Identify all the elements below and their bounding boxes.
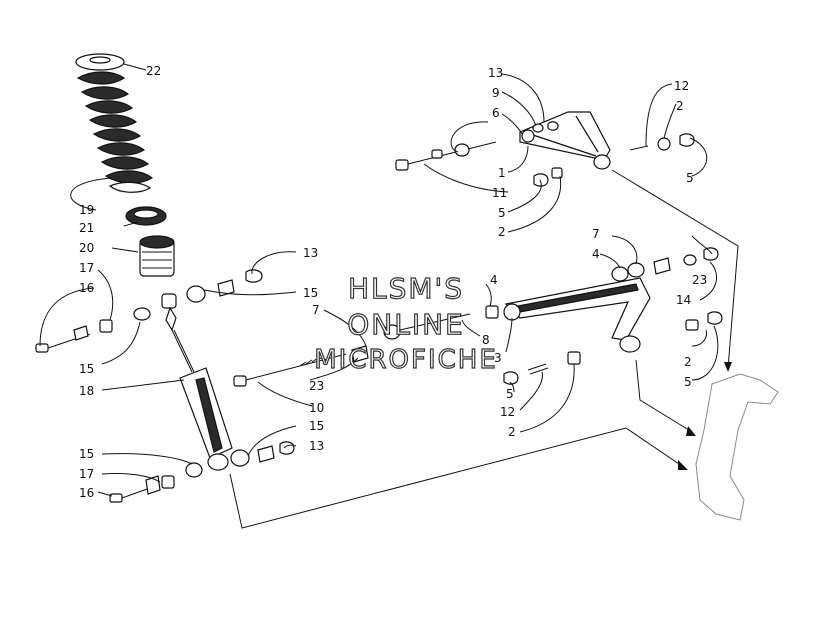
callout-12: 12: [500, 405, 515, 419]
watermark-line-1: HLSM'S: [348, 272, 464, 305]
leader-lines: [39, 63, 719, 497]
coil-spring: [76, 71, 154, 193]
lower-a-arm: [503, 277, 651, 353]
upper-arm-bolt: [395, 121, 559, 171]
callout-5: 5: [686, 171, 694, 185]
callout-13: 13: [309, 439, 324, 453]
upper-arm-front-hardware: [533, 167, 563, 187]
callout-23: 23: [692, 273, 707, 287]
callout-11: 11: [492, 186, 507, 200]
upper-a-arm: [519, 111, 611, 170]
callout-20: 20: [79, 241, 94, 255]
assembly-arrows: [229, 169, 739, 529]
callout-21: 21: [79, 221, 94, 235]
callout-5: 5: [506, 387, 514, 401]
adjuster-collar: [139, 235, 175, 277]
callout-18: 18: [79, 384, 94, 398]
spring-seat-lower: [125, 206, 167, 226]
bottom-mount-hardware: [109, 441, 295, 503]
callout-7: 7: [312, 303, 320, 317]
spring-seat-top: [75, 53, 125, 71]
top-mount-hardware: [35, 269, 263, 353]
callout-22: 22: [146, 64, 161, 78]
callout-17: 17: [79, 467, 94, 481]
callout-5: 5: [684, 375, 692, 389]
callout-12: 12: [674, 79, 689, 93]
callout-2: 2: [508, 425, 516, 439]
callout-2: 2: [684, 355, 692, 369]
callout-15: 15: [79, 362, 94, 376]
callout-10: 10: [309, 401, 324, 415]
callout-5: 5: [498, 206, 506, 220]
callout-1: 1: [498, 166, 506, 180]
shock-body: [179, 367, 233, 471]
callout-14: 14: [676, 293, 691, 307]
callout-23: 23: [309, 379, 324, 393]
watermark-line-2: ONLINE: [347, 308, 464, 341]
callout-13: 13: [488, 66, 503, 80]
callout-3: 3: [494, 351, 502, 365]
callout-13: 13: [303, 246, 318, 260]
upper-arm-rear-hardware: [629, 133, 695, 151]
watermark-line-3: MICROFICHE: [314, 345, 498, 375]
callout-15: 15: [79, 447, 94, 461]
callout-6: 6: [492, 106, 500, 120]
callout-19: 19: [79, 203, 94, 217]
callout-4: 4: [490, 273, 498, 287]
callout-16: 16: [79, 486, 94, 500]
lower-arm-bolt: [233, 305, 499, 387]
callout-16: 16: [79, 281, 94, 295]
callout-2: 2: [676, 99, 684, 113]
callout-7: 7: [592, 227, 600, 241]
callout-15: 15: [303, 286, 318, 300]
callout-8: 8: [482, 333, 490, 347]
callout-4: 4: [592, 247, 600, 261]
callout-9: 9: [492, 86, 500, 100]
shock-upper-eye: [161, 293, 177, 332]
watermark: HLSM'S ONLINE MICROFICHE: [314, 271, 498, 375]
callout-2: 2: [498, 225, 506, 239]
callout-15: 15: [309, 419, 324, 433]
shock-rod: [171, 329, 195, 373]
callout-labels: 22 19 21 20 17 16 15 18 15 17 16 13 15 7…: [79, 64, 707, 500]
spindle-outline: [695, 373, 779, 521]
callout-17: 17: [79, 261, 94, 275]
